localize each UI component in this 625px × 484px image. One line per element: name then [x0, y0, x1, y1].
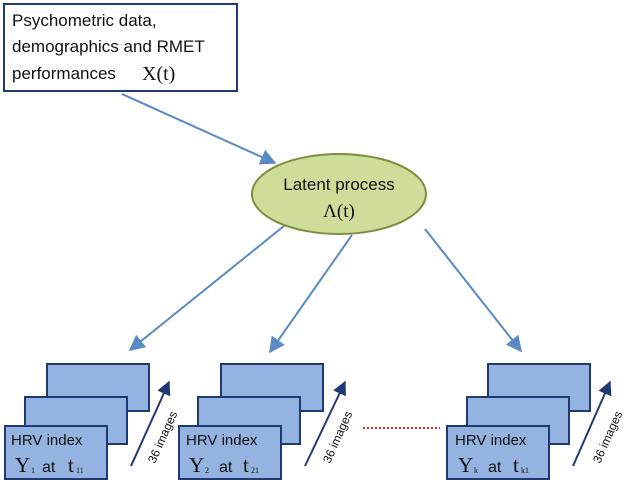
group-k-title: HRV index	[455, 432, 527, 449]
stack-card-front	[4, 425, 108, 480]
group-1-images: 36 images	[145, 409, 180, 465]
group-2-t: t	[243, 453, 249, 477]
hrv-group-2: HRV index Y 2 at t 21 36 images	[178, 363, 355, 480]
group-2-at: at	[219, 459, 233, 476]
arrow-input-to-latent	[121, 93, 277, 165]
group-2-y-sub: 2	[205, 466, 209, 475]
group-2-y: Y	[189, 453, 204, 477]
images-arrow-1	[130, 380, 171, 467]
group-k-t: t	[513, 453, 519, 477]
stack-card-front	[446, 425, 550, 480]
input-line-3: performances	[12, 64, 116, 83]
images-arrow-2	[304, 380, 346, 467]
group-2-images: 36 images	[320, 409, 355, 465]
group-1-t: t	[68, 453, 74, 477]
input-line-1: Psychometric data,	[12, 11, 157, 30]
group-1-t-sub: 11	[76, 466, 84, 475]
arrow-latent-to-group-2	[269, 234, 353, 354]
latent-label: Latent process	[283, 175, 395, 194]
group-k-t-sub: k1	[521, 466, 529, 475]
input-line-2: demographics and RMET	[12, 37, 205, 56]
group-2-t-sub: 21	[251, 466, 259, 475]
hrv-group-1: HRV index Y 1 at t 11 36 images	[4, 363, 180, 480]
group-k-y-sub: k	[474, 466, 478, 475]
latent-math: Λ(t)	[323, 201, 355, 222]
input-math: X(t)	[142, 63, 175, 85]
latent-ellipse	[251, 153, 427, 235]
group-1-y: Y	[15, 453, 30, 477]
input-box-frame	[3, 3, 238, 92]
stack-card-front	[178, 425, 282, 480]
group-k-at: at	[488, 459, 502, 476]
group-1-at: at	[42, 459, 56, 476]
input-box: Psychometric data, demographics and RMET…	[3, 3, 238, 92]
arrow-latent-to-group-1	[128, 225, 285, 352]
group-1-y-sub: 1	[31, 466, 35, 475]
group-1-title: HRV index	[11, 432, 83, 449]
images-arrow-k	[572, 380, 612, 467]
hrv-group-k: HRV index Y k at t k1 36 images	[446, 363, 625, 480]
arrow-latent-to-group-k	[424, 228, 522, 353]
group-2-title: HRV index	[186, 432, 258, 449]
group-k-y: Y	[458, 453, 473, 477]
latent-node: Latent process Λ(t)	[251, 153, 427, 235]
